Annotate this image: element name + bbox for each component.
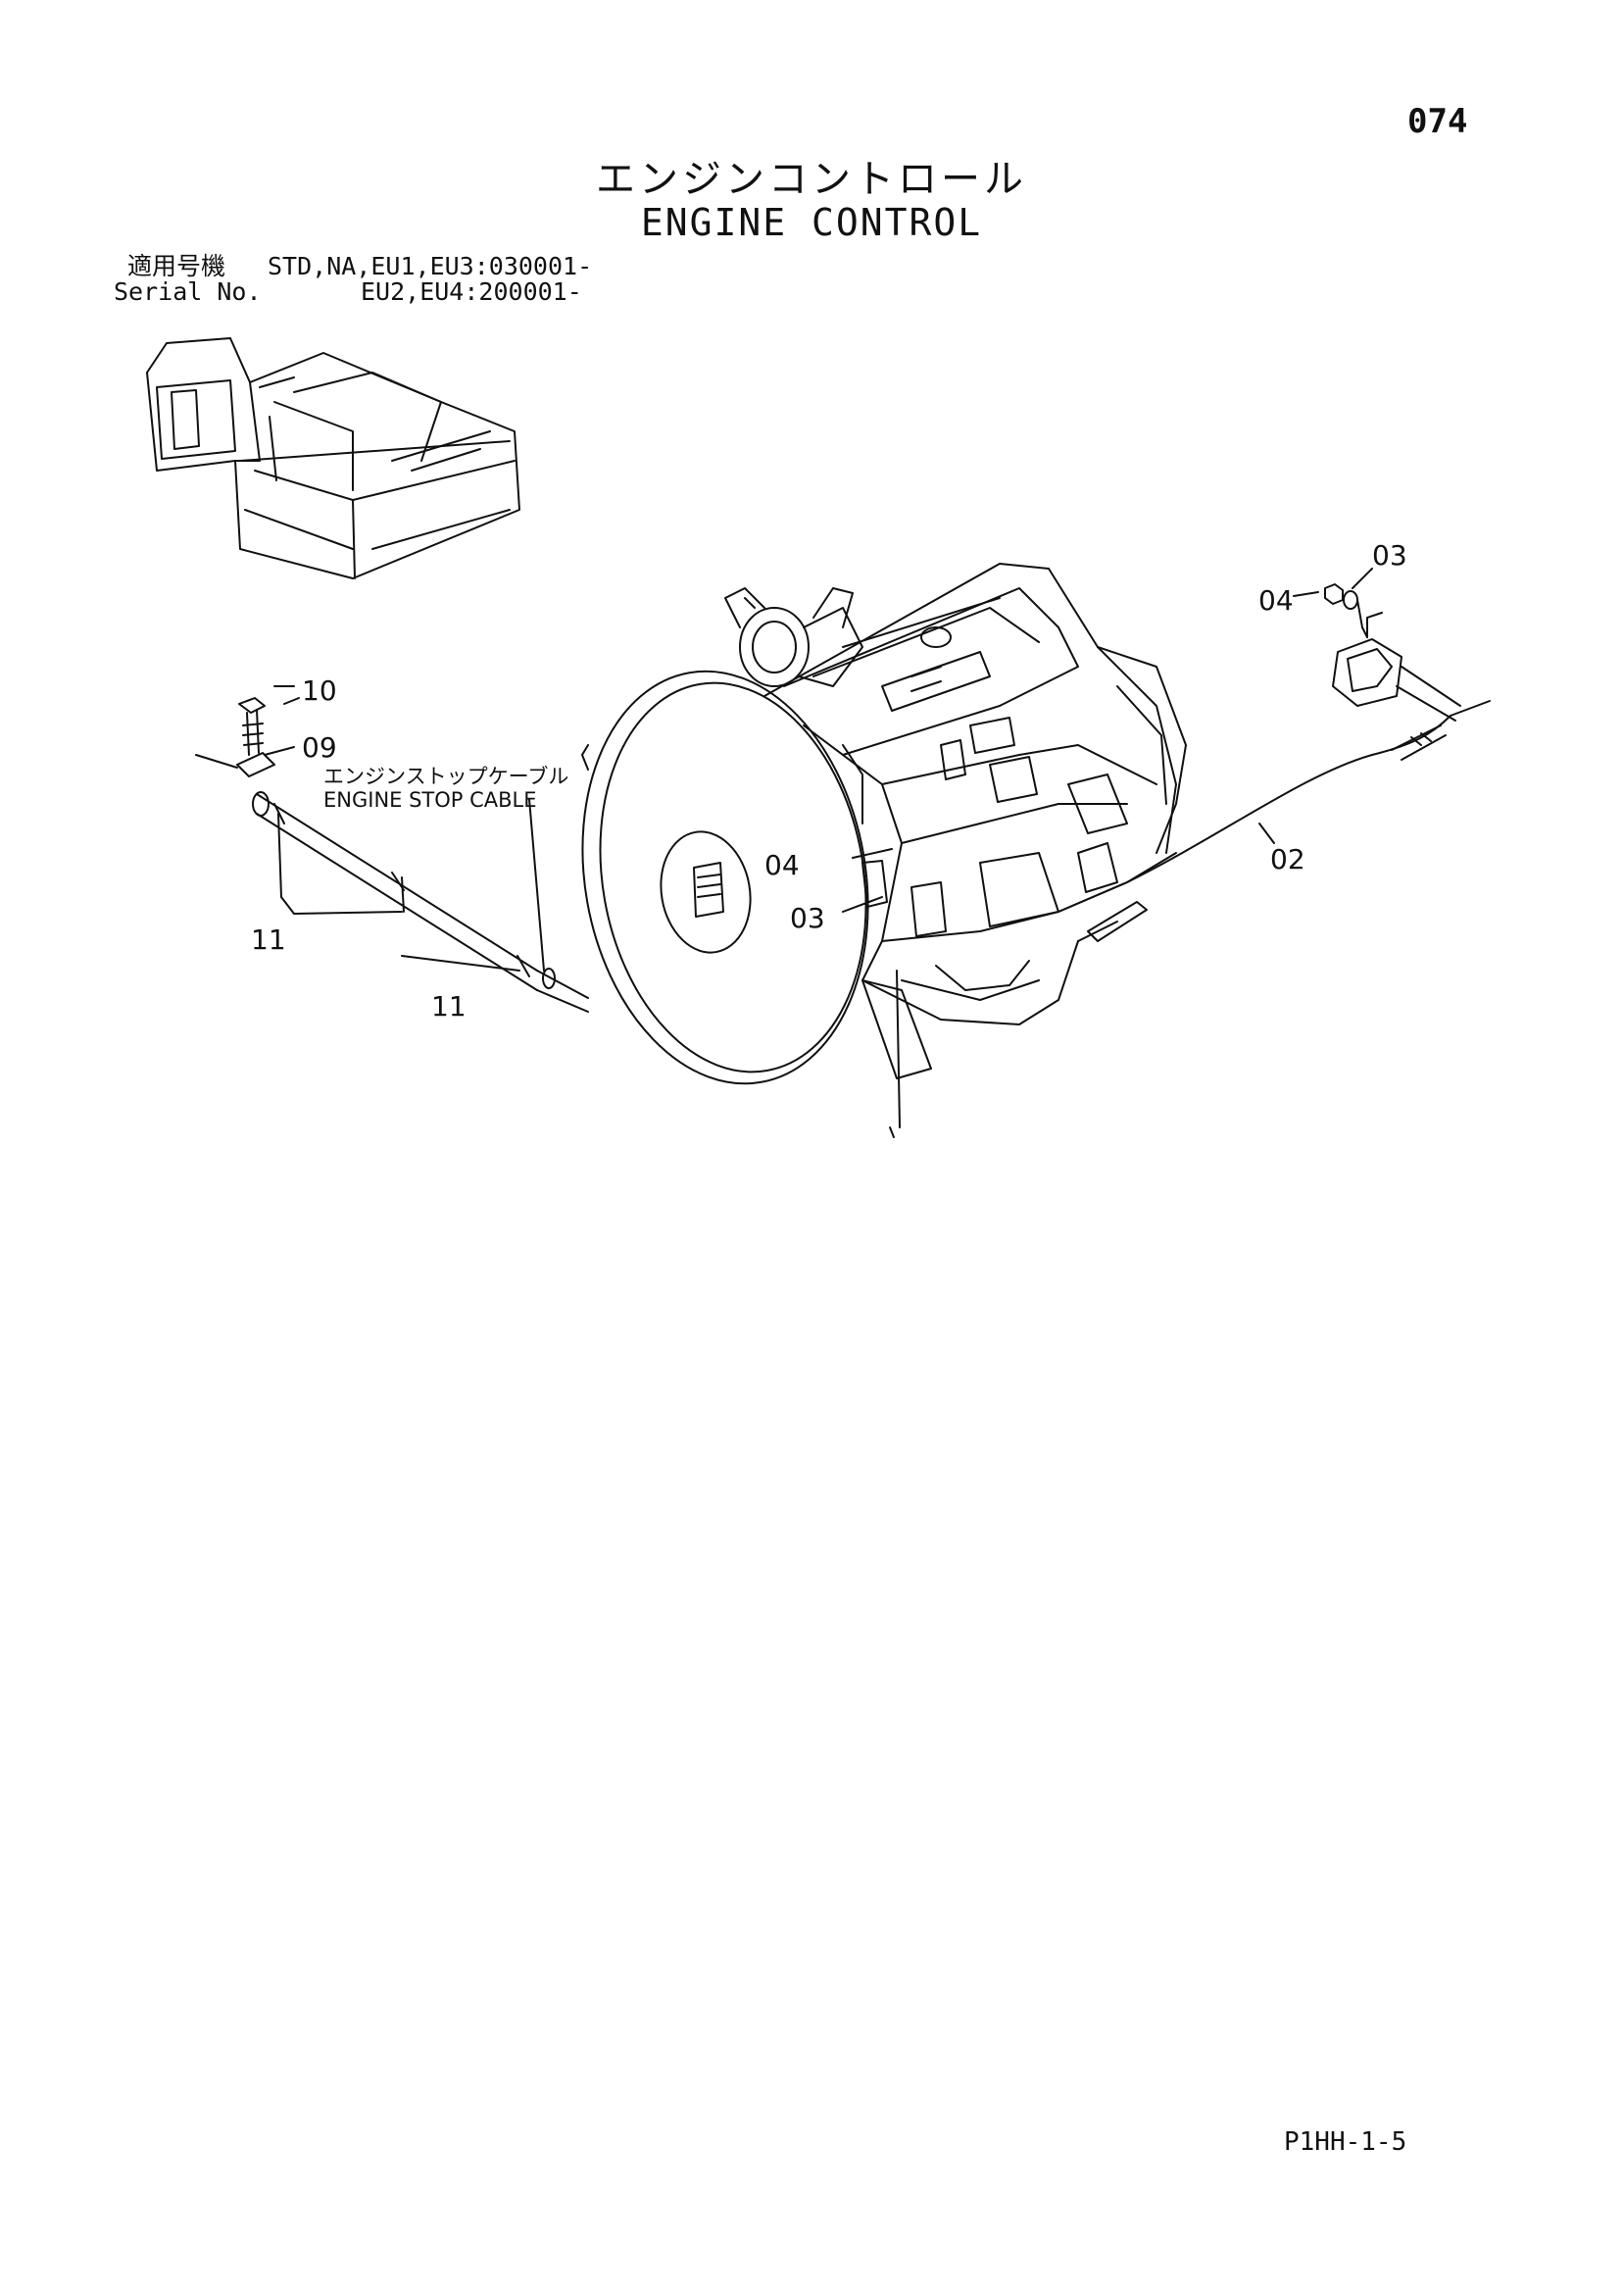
callout-11-left: 11 xyxy=(251,923,286,956)
engine-stop-cable-label-en: ENGINE STOP CABLE xyxy=(323,788,537,812)
nut-washer-top xyxy=(1324,583,1368,638)
leader-11b xyxy=(401,955,520,972)
engine-block xyxy=(763,563,1187,1079)
page-title-en: ENGINE CONTROL xyxy=(640,201,983,244)
callout-04-main: 04 xyxy=(764,849,800,881)
page-number: 074 xyxy=(1407,102,1468,141)
leader-03-main xyxy=(842,896,883,913)
control-cable xyxy=(1057,700,1491,942)
bolt-clamp-assembly xyxy=(195,685,295,777)
callout-03-main: 03 xyxy=(790,902,825,934)
cable-label-leader xyxy=(528,798,545,972)
serial-value-line2: EU2,EU4:200001- xyxy=(361,277,582,306)
leader-04-main xyxy=(852,848,893,859)
callout-02: 02 xyxy=(1270,843,1305,875)
page-title-jp: エンジンコントロール xyxy=(596,157,1027,202)
callout-04-top: 04 xyxy=(1258,584,1294,617)
engine-stop-cable-label-jp: エンジンストップケーブル xyxy=(323,765,569,788)
serial-value-line1: STD,NA,EU1,EU3:030001- xyxy=(268,252,593,280)
serial-label-en: Serial No. xyxy=(114,277,262,306)
leader-10 xyxy=(283,697,300,705)
callout-10: 10 xyxy=(302,674,337,707)
dipstick-tube xyxy=(896,970,901,1128)
turbocharger xyxy=(724,587,952,687)
cable-tube xyxy=(252,791,589,1013)
callout-09: 09 xyxy=(302,731,337,764)
leader-03-top xyxy=(1352,568,1373,589)
footer-code: P1HH-1-5 xyxy=(1284,2127,1407,2157)
callout-03-top: 03 xyxy=(1372,539,1407,572)
leader-04-top xyxy=(1293,591,1319,597)
dipstick-end xyxy=(889,1126,895,1138)
callout-11-bottom: 11 xyxy=(431,990,467,1023)
serial-label-jp: 適用号機 xyxy=(127,252,226,280)
excavator-thumbnail xyxy=(146,337,520,579)
leader-09 xyxy=(264,746,295,756)
leader-02 xyxy=(1258,823,1275,844)
cable-label-bracket xyxy=(581,744,589,771)
cable-bracket xyxy=(1332,612,1461,722)
flywheel-housing xyxy=(581,670,869,1085)
